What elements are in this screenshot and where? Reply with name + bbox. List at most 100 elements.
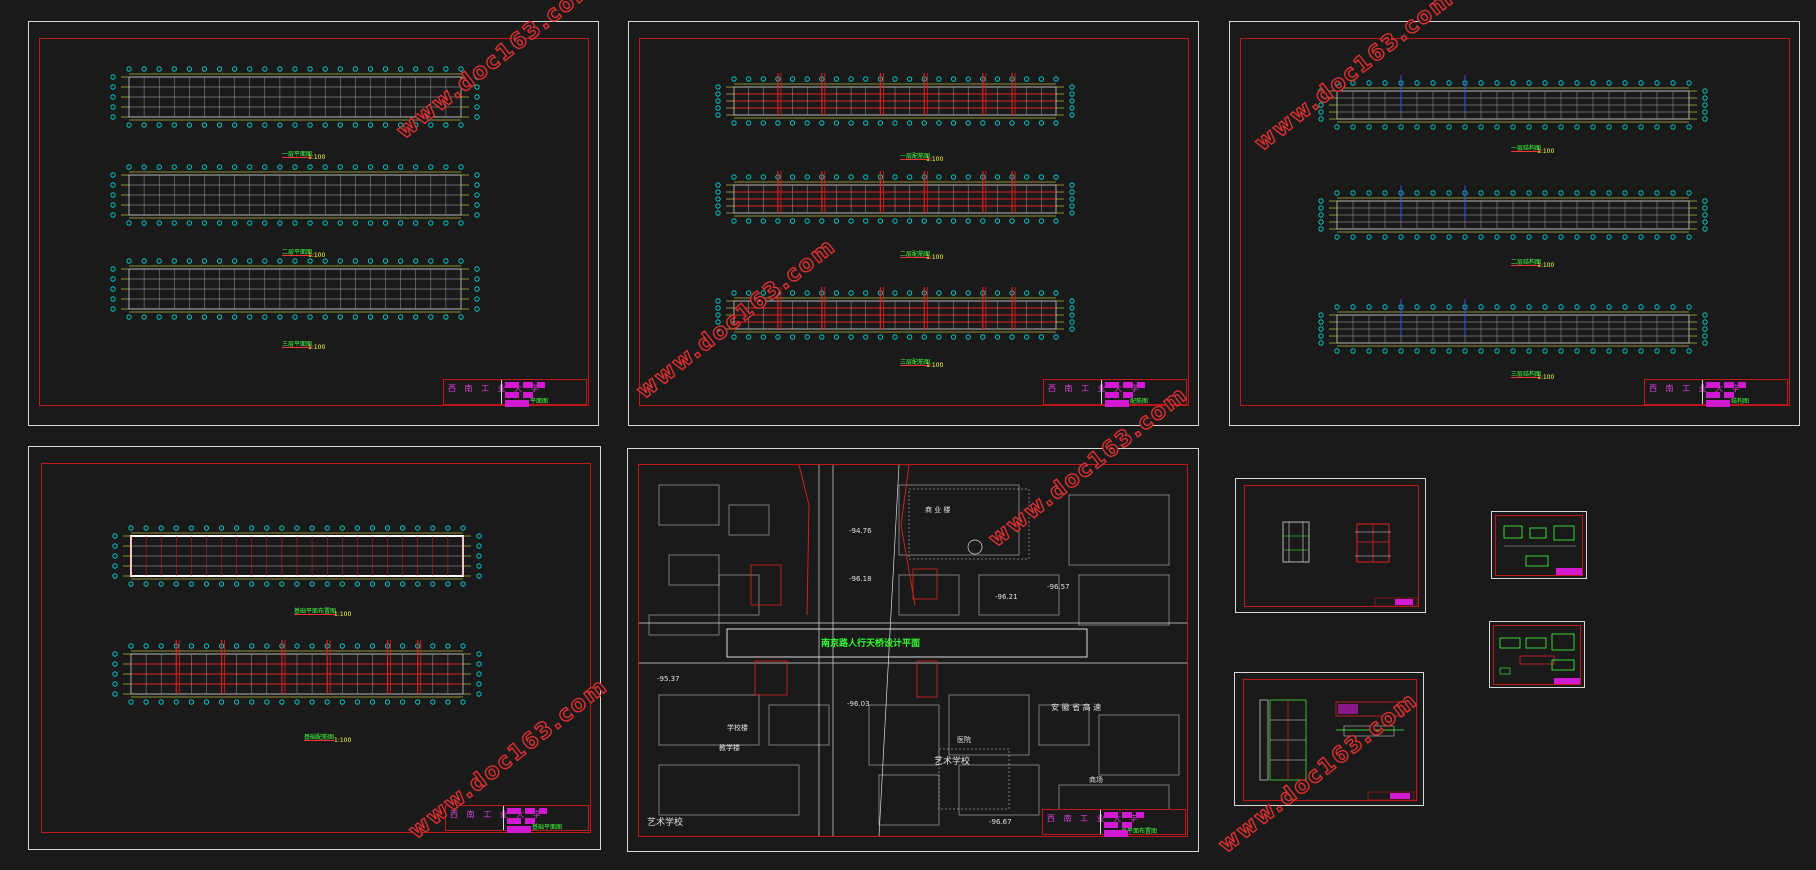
rebar-plan-2 xyxy=(710,171,1080,225)
plan-linework xyxy=(1318,299,1708,354)
school-name: 西 南 工 业 大 学 xyxy=(1649,384,1743,393)
foundation-plan xyxy=(107,524,487,588)
sheet-border xyxy=(1495,515,1583,576)
title-block-cell xyxy=(1103,822,1118,828)
title-block-cell xyxy=(522,382,533,388)
plan-caption-1: 一层结构图 xyxy=(1511,145,1542,152)
sheet-border: 一层配筋图 1:100 二层配筋图 1:100 三层配筋图 1:100 西 南 … xyxy=(639,38,1189,407)
plan-caption-1: 一层配筋图 xyxy=(900,153,931,160)
detail-sheet-elevation[interactable] xyxy=(1234,672,1424,806)
floor-plan-2 xyxy=(105,163,485,227)
floor-plan-3 xyxy=(105,257,485,321)
plan-caption-3: 三层配筋图 xyxy=(900,359,931,366)
sheet-border: 南京路人行天桥设计平面 艺术学校 艺术学校 商 业 楼 -94.76 -96.1… xyxy=(638,464,1188,837)
map-label: 艺术学校 xyxy=(647,818,684,828)
title-block-cell xyxy=(506,826,531,833)
title-block-grid xyxy=(1099,810,1185,837)
title-block-cell xyxy=(504,400,529,407)
plan-linework xyxy=(715,287,1075,340)
plan-caption-3: 三层结构图 xyxy=(1511,371,1542,378)
plan-linework xyxy=(1318,75,1708,130)
title-block-label: 配筋图 xyxy=(1130,398,1149,405)
plan-scale-3: 1:100 xyxy=(1537,374,1555,381)
section-detail-drawing xyxy=(1282,521,1418,607)
node-detail-drawing xyxy=(1503,525,1582,575)
drawing-sheet-floor-plans[interactable]: 一层平面图 1:100 二层平面图 1:100 三层平面图 1:100 西 南 … xyxy=(28,21,599,426)
title-block-divider xyxy=(1701,380,1703,404)
title-block-grid xyxy=(1100,380,1186,407)
plan-caption-1: 一层平面图 xyxy=(282,151,313,158)
title-block-cell xyxy=(524,818,535,824)
drawing-sheet-rebar-plans[interactable]: 一层配筋图 1:100 二层配筋图 1:100 三层配筋图 1:100 西 南 … xyxy=(628,21,1199,426)
rebar-plan-3 xyxy=(710,287,1080,341)
title-block-label: 总平面布置图 xyxy=(1121,828,1158,835)
floor-plan-1 xyxy=(105,65,485,129)
detail-sheet-nodes-1[interactable] xyxy=(1491,511,1587,579)
site-map-drawing xyxy=(639,465,1187,836)
drawing-sheet-foundation[interactable]: 基础平面布置图 1:100 基础配筋图 1:100 西 南 工 业 大 学 基础… xyxy=(28,446,601,850)
title-block-divider xyxy=(502,806,504,830)
plan-caption-2: 基础配筋图 xyxy=(304,734,335,741)
title-block-cell xyxy=(1723,382,1734,388)
school-name: 西 南 工 业 大 学 xyxy=(448,384,542,393)
title-block-cell xyxy=(1136,382,1145,388)
map-label: 商场 xyxy=(1089,776,1103,784)
plan-scale-1: 1:100 xyxy=(926,156,944,163)
site-map: 南京路人行天桥设计平面 艺术学校 艺术学校 商 业 楼 -94.76 -96.1… xyxy=(639,465,1187,836)
title-block-cell xyxy=(1121,822,1132,828)
plan-scale-2: 1:100 xyxy=(926,254,944,261)
plan-scale-1: 1:100 xyxy=(1537,148,1555,155)
title-block-cell xyxy=(538,808,547,814)
detail-sheet-section[interactable] xyxy=(1235,478,1426,613)
sheet-border xyxy=(1243,679,1417,801)
title-block: 西 南 工 业 大 学 基础平面图 xyxy=(445,805,589,833)
title-block-cell xyxy=(1723,392,1734,398)
title-block-cell xyxy=(1122,392,1133,398)
foundation-rebar-plan xyxy=(107,640,487,706)
title-block-cell xyxy=(504,392,519,398)
title-block-divider xyxy=(1100,380,1102,404)
map-label: -96.21 xyxy=(995,593,1018,601)
title-block-cell xyxy=(1705,392,1720,398)
title-block-grid xyxy=(502,806,588,833)
title-block-cell xyxy=(506,818,521,824)
plan-caption-2: 二层结构图 xyxy=(1511,259,1542,266)
title-block-cell xyxy=(522,392,533,398)
map-label: -96.18 xyxy=(849,575,872,583)
plan-linework xyxy=(1318,185,1708,240)
title-block-cell xyxy=(1705,400,1730,407)
title-block-cell xyxy=(524,808,535,814)
title-block-label: 平面图 xyxy=(530,398,549,405)
structure-plan-2 xyxy=(1313,185,1713,241)
node-detail-drawing xyxy=(1499,633,1580,684)
title-block: 西 南 工 业 大 学 结构图 xyxy=(1644,379,1788,407)
plan-linework xyxy=(112,640,482,705)
school-name: 西 南 工 业 大 学 xyxy=(450,810,544,819)
map-label: -95.37 xyxy=(657,675,680,683)
map-label: -96.67 xyxy=(989,818,1012,826)
title-block-cell xyxy=(536,382,545,388)
plan-scale-3: 1:100 xyxy=(308,344,326,351)
title-block-divider xyxy=(500,380,502,404)
bridge-label: 南京路人行天桥设计平面 xyxy=(821,639,921,649)
title-block: 西 南 工 业 大 学 配筋图 xyxy=(1043,379,1187,407)
title-block-divider xyxy=(1099,810,1101,834)
title-block-cell xyxy=(1104,382,1119,388)
title-block-grid xyxy=(1701,380,1787,407)
map-label: -94.76 xyxy=(849,527,872,535)
plan-scale-1: 1:100 xyxy=(334,611,352,618)
plan-linework xyxy=(715,73,1075,126)
plan-caption-1: 基础平面布置图 xyxy=(294,608,337,615)
title-block-cell xyxy=(506,808,521,814)
elevation-detail-drawing xyxy=(1259,699,1415,801)
sheet-border xyxy=(1244,485,1419,607)
drawing-sheet-structure-plans[interactable]: 一层结构图 1:100 二层结构图 1:100 三层结构图 1:100 西 南 … xyxy=(1229,21,1800,426)
school-name: 西 南 工 业 大 学 xyxy=(1047,814,1141,823)
plan-linework xyxy=(112,525,482,587)
drawing-sheet-site-plan[interactable]: 南京路人行天桥设计平面 艺术学校 艺术学校 商 业 楼 -94.76 -96.1… xyxy=(627,448,1199,852)
title-block-cell xyxy=(1135,812,1144,818)
sheet-border: 一层结构图 1:100 二层结构图 1:100 三层结构图 1:100 西 南 … xyxy=(1240,38,1790,407)
title-block-cell xyxy=(1737,382,1746,388)
plan-scale-2: 1:100 xyxy=(308,252,326,259)
detail-sheet-nodes-2[interactable] xyxy=(1489,621,1585,688)
